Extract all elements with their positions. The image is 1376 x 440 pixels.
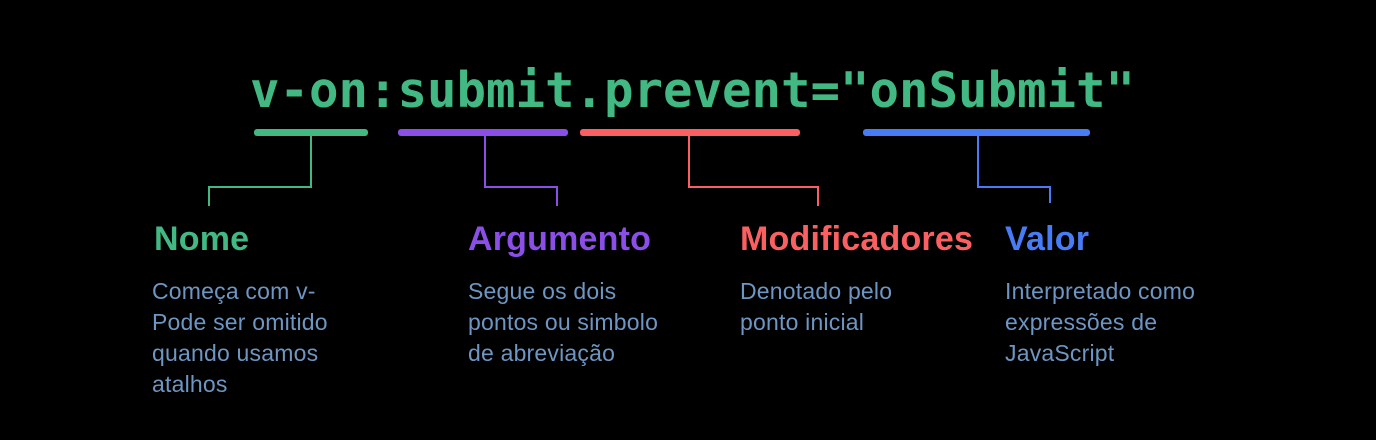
value-connector-stem xyxy=(977,136,979,188)
value-connector-arm xyxy=(977,186,1051,188)
modifiers-underline xyxy=(580,129,800,136)
value-description: Interpretado como expressões de JavaScri… xyxy=(1005,278,1196,366)
name-connector-tick xyxy=(208,186,210,206)
value-label: Valor xyxy=(1005,220,1090,258)
name-connector-arm xyxy=(208,186,312,188)
modifiers-connector-stem xyxy=(688,136,690,188)
value-connector-tick xyxy=(1049,186,1051,203)
argument-label: Argumento xyxy=(468,220,652,258)
value-underline xyxy=(863,129,1090,136)
code-expression: v-on:submit.prevent="onSubmit" xyxy=(250,62,1136,119)
argument-connector-tick xyxy=(556,186,558,206)
name-description: Começa com v- Pode ser omitido quando us… xyxy=(152,278,328,397)
modifiers-connector-tick xyxy=(817,186,819,206)
modifiers-connector-arm xyxy=(688,186,819,188)
argument-connector-arm xyxy=(484,186,558,188)
argument-connector-stem xyxy=(484,136,486,188)
name-connector-stem xyxy=(310,136,312,188)
name-underline xyxy=(254,129,368,136)
modifiers-label: Modificadores xyxy=(740,220,974,258)
argument-underline xyxy=(398,129,568,136)
argument-description: Segue os dois pontos ou simbolo de abrev… xyxy=(468,278,659,366)
name-label: Nome xyxy=(154,220,250,258)
modifiers-description: Denotado pelo ponto inicial xyxy=(740,278,893,335)
